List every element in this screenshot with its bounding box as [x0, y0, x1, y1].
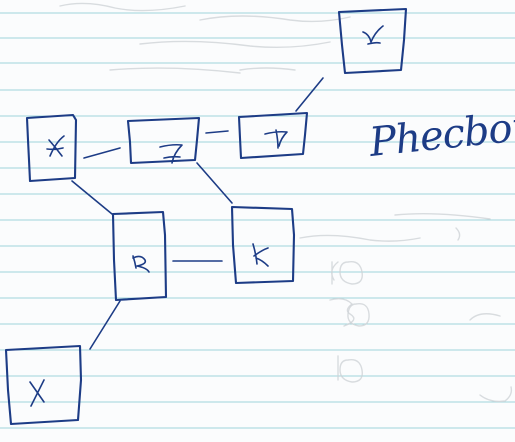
- ruled-lines: [0, 12, 515, 429]
- node-label-n3: [264, 129, 288, 149]
- node-label-n6: [252, 243, 269, 267]
- node-label-n2: [159, 143, 183, 164]
- edge-n1-n5: [71, 180, 113, 215]
- node-box-n2: [126, 116, 201, 165]
- node-box-n3: [237, 111, 309, 160]
- node-label-n5: [132, 255, 150, 273]
- node-box-n5: [111, 210, 168, 302]
- edge-n2-n6: [196, 162, 233, 204]
- edge-n5-n7: [89, 300, 121, 350]
- node-box-n1: [25, 113, 78, 183]
- node-box-n6: [230, 205, 296, 285]
- bleed-through-marks: [59, 2, 513, 403]
- node-label-n7: [29, 379, 45, 407]
- node-label-n1: [46, 135, 65, 157]
- node-box-n4: [337, 7, 408, 75]
- edge-n1-n2: [83, 147, 121, 159]
- edge-n3-n4: [295, 77, 324, 112]
- edge-n2-n3: [205, 130, 229, 134]
- node-label-n4: [362, 25, 384, 45]
- node-box-n7: [4, 344, 83, 426]
